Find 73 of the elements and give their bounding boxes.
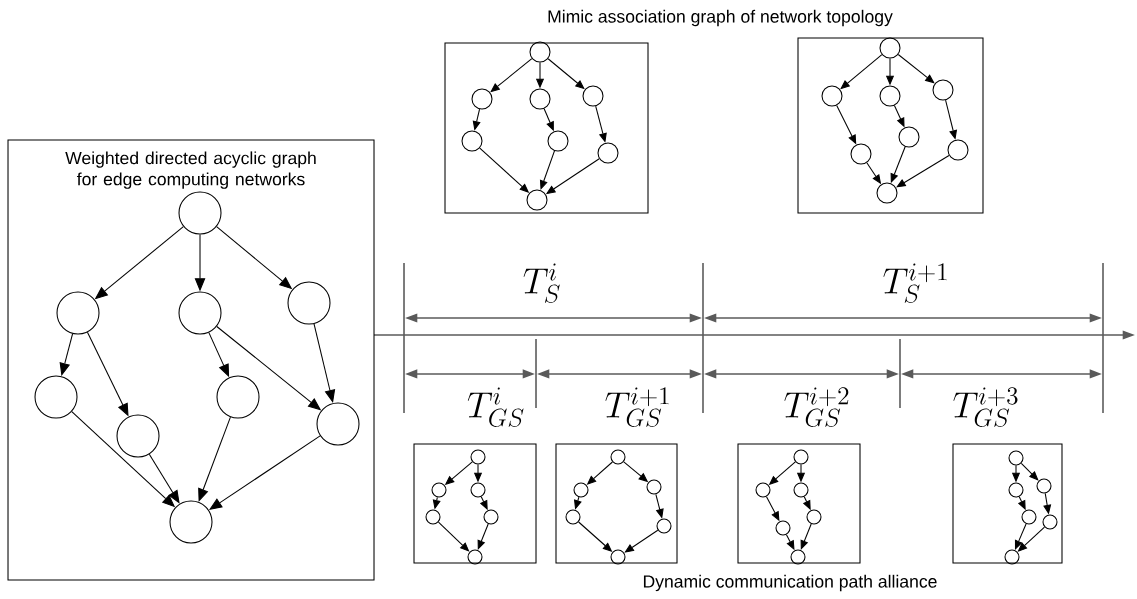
graph-vertex <box>529 41 551 63</box>
graph-vertex <box>547 130 569 152</box>
arrow <box>1020 462 1039 481</box>
graph-vertex <box>610 449 626 465</box>
graph-vertex <box>879 37 901 59</box>
graph-vertex <box>876 182 898 204</box>
graph-vertex <box>467 549 483 565</box>
graph-vertex <box>565 509 581 525</box>
graph-vertex <box>529 88 551 110</box>
graph-vertex <box>793 482 809 498</box>
graph-panel: Weighted directed acyclic graph for edge computing networks <box>7 139 375 581</box>
graph-vertex <box>470 482 486 498</box>
time-interval-label: $T_{GS}^{i+2}$ <box>784 387 849 427</box>
graph-vertex <box>470 449 486 465</box>
graph-vertex <box>483 509 499 525</box>
graph-vertex <box>582 85 604 107</box>
time-interval-label: $T_{S}^{i+1}$ <box>883 263 947 303</box>
graph-vertex <box>793 449 809 465</box>
graph-vertex <box>169 500 213 544</box>
graph-vertex <box>610 549 626 565</box>
arrow <box>624 529 659 553</box>
graph-vertex <box>597 142 619 164</box>
graph-vertex <box>316 402 360 446</box>
graph-vertex <box>850 143 872 165</box>
graph-vertex <box>178 291 222 335</box>
graph-vertex <box>1004 549 1020 565</box>
caption-text: Mimic association graph of network topology <box>548 9 893 27</box>
time-interval-label: $T_{GS}^{i+1}$ <box>605 387 669 427</box>
graph-vertex <box>573 482 589 498</box>
graph-vertex <box>806 509 822 525</box>
time-interval-label: $T_{GS}^{i}$ <box>467 387 524 427</box>
arrow <box>477 523 489 550</box>
graph-vertex <box>425 509 441 525</box>
graph-vertex <box>178 191 222 235</box>
graph-vertex <box>775 520 791 536</box>
graph-vertex <box>898 126 920 148</box>
graph-box <box>952 443 1063 564</box>
graph-vertex <box>646 479 662 495</box>
graph-vertex <box>879 85 901 107</box>
graph-vertex <box>216 375 260 419</box>
graph-vertex <box>526 189 548 211</box>
graph-vertex <box>1021 509 1037 525</box>
graph-vertex <box>1036 478 1052 494</box>
graph-vertex <box>932 79 954 101</box>
graph-box <box>737 443 861 564</box>
arrow <box>800 523 812 550</box>
graph-box <box>413 443 537 564</box>
arrow <box>437 521 470 552</box>
graph-vertex <box>471 88 493 110</box>
caption-text: Dynamic communication path alliance <box>643 574 937 592</box>
graph-vertex <box>1042 514 1058 530</box>
arrow <box>198 416 231 502</box>
graph-vertex <box>821 85 843 107</box>
graph-vertex <box>56 291 100 335</box>
graph-vertex <box>947 139 969 161</box>
arrow <box>1014 523 1027 550</box>
graph-box <box>797 37 984 214</box>
graph-box <box>555 443 678 564</box>
graph-vertex <box>656 518 672 534</box>
time-interval-label: $T_{S}^{i}$ <box>523 263 560 303</box>
graph-vertex <box>790 549 806 565</box>
graph-vertex <box>1008 450 1024 466</box>
graph-vertex <box>431 482 447 498</box>
graph-box <box>444 42 649 214</box>
graph-vertex <box>34 375 78 419</box>
graph-vertex <box>287 281 331 325</box>
arrow <box>897 54 935 84</box>
arrow <box>896 154 950 188</box>
time-interval-label: $T_{GS}^{i+3}$ <box>953 387 1018 427</box>
graph-vertex <box>116 414 160 458</box>
graph-vertex <box>461 130 483 152</box>
graph-vertex <box>1008 482 1024 498</box>
graph-vertex <box>755 482 771 498</box>
